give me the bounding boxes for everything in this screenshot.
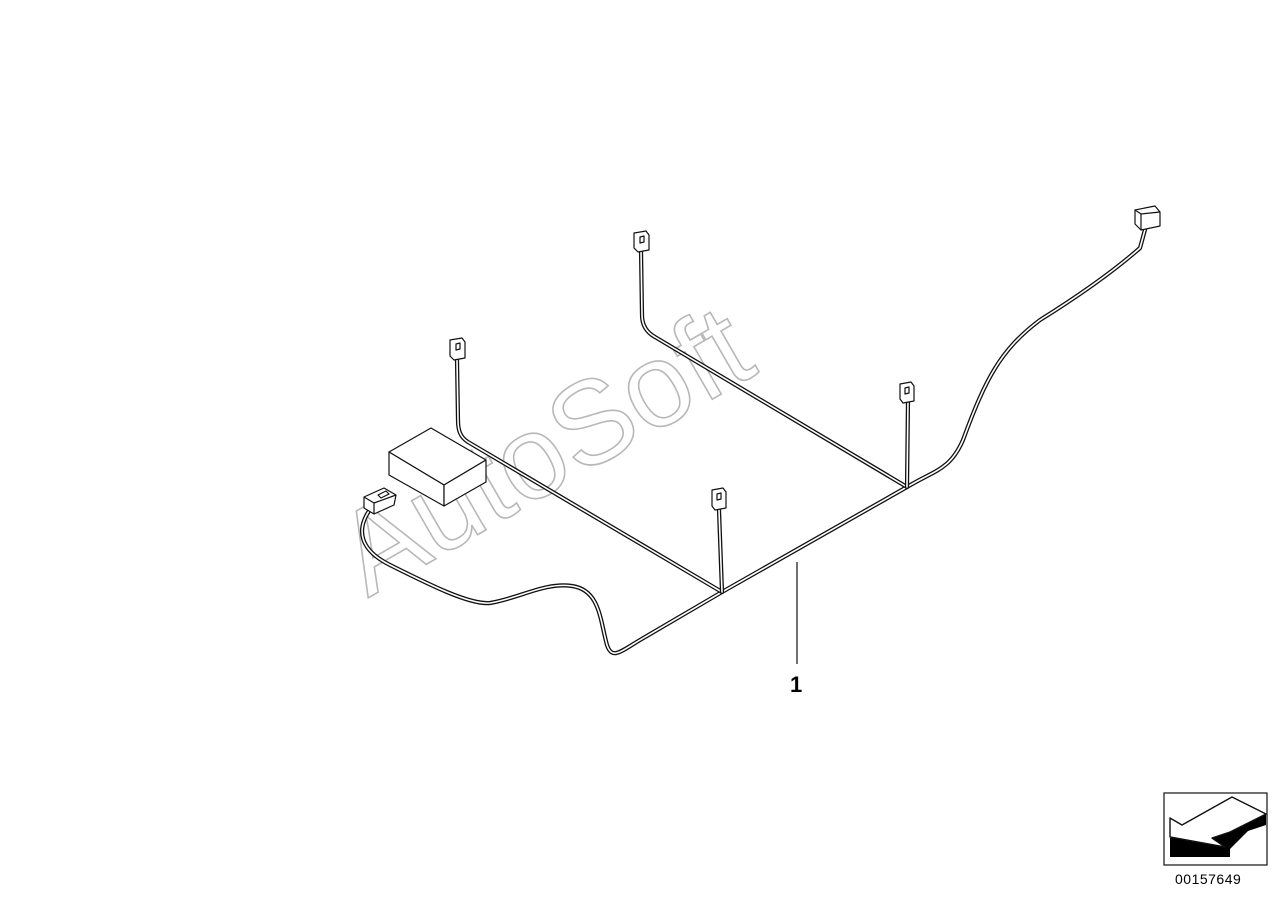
watermark: AutoSoft [314, 279, 774, 621]
wire-connector-icon [711, 487, 727, 511]
watermark-text: AutoSoft [315, 280, 773, 621]
back-arrow-icon[interactable] [1163, 792, 1268, 866]
callout-label-1: 1 [790, 672, 802, 697]
drawing-number: 00157649 [1175, 871, 1241, 887]
wire-connector-icon [633, 230, 650, 253]
wire-connector-icon [1134, 205, 1161, 231]
control-unit-icon [388, 427, 487, 507]
wire-connector-icon [899, 381, 915, 404]
wiring-harness [360, 223, 1149, 656]
wire-connector-icon [449, 337, 466, 361]
wire-connector-icon [363, 487, 397, 515]
